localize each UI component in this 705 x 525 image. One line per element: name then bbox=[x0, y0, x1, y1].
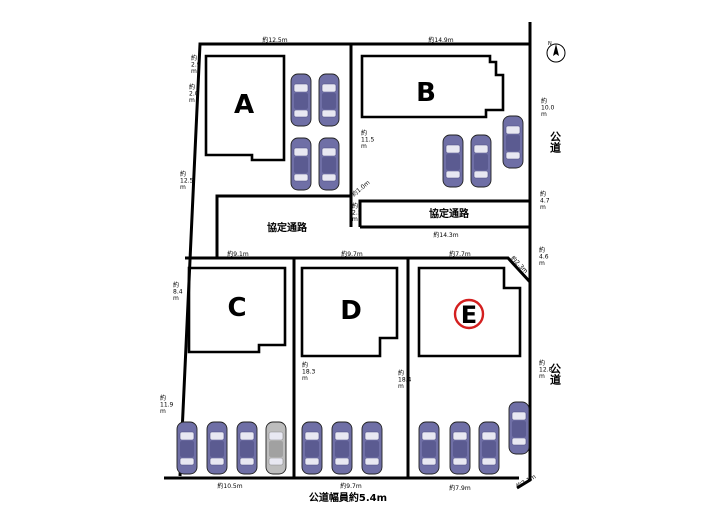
car-icon bbox=[301, 421, 323, 475]
car-icon bbox=[318, 73, 340, 127]
selected-lot-ring bbox=[453, 298, 485, 330]
dim-bottom-e: 約7.9m bbox=[449, 484, 471, 492]
dim-c-top: 約9.1m bbox=[227, 250, 249, 258]
dim-top-a: 約12.5m bbox=[262, 36, 287, 44]
car-icon bbox=[290, 137, 312, 191]
lot-boundaries bbox=[164, 22, 532, 490]
car-icon bbox=[508, 401, 530, 455]
dim-bottom-d: 約9.7m bbox=[340, 482, 362, 490]
dim-e-corner-bottom: 約2.1m bbox=[515, 472, 538, 490]
public-road-label-bottom: 公道幅員約5.4m bbox=[309, 491, 387, 504]
car-icon bbox=[236, 421, 258, 475]
car-icon bbox=[331, 421, 353, 475]
car-icon bbox=[206, 421, 228, 475]
car-icon bbox=[478, 421, 500, 475]
car-icon bbox=[318, 137, 340, 191]
lot-label-b: B bbox=[416, 78, 436, 108]
dim-bottom-c: 約10.5m bbox=[217, 482, 242, 490]
house-a bbox=[204, 54, 286, 162]
car-icon bbox=[265, 421, 287, 475]
dim-e-top: 約7.7m bbox=[449, 250, 471, 258]
road-labels: 協定通路 協定通路 公道 公道 公道幅員約5.4m bbox=[267, 131, 562, 504]
house-e bbox=[417, 266, 522, 358]
house-b bbox=[360, 54, 505, 119]
lot-label-d: D bbox=[340, 296, 362, 326]
car-icon bbox=[361, 421, 383, 475]
car-icon bbox=[470, 134, 492, 188]
car-icon bbox=[290, 73, 312, 127]
buildings bbox=[187, 54, 522, 358]
agreement-road-label-1: 協定通路 bbox=[267, 221, 308, 234]
dim-top-b: 約14.9m bbox=[428, 36, 453, 44]
svg-text:N: N bbox=[548, 41, 552, 47]
public-road-label-right-2: 公道 bbox=[549, 363, 562, 386]
dim-road-bottom-b: 約14.3m bbox=[433, 231, 458, 239]
dim-d-top: 約9.7m bbox=[341, 250, 363, 258]
public-road-label-right-1: 公道 bbox=[549, 131, 562, 154]
car-icon bbox=[449, 421, 471, 475]
dim-b-corner: 約1.0m bbox=[350, 178, 372, 198]
car-icon bbox=[176, 421, 198, 475]
parking-cars bbox=[176, 73, 530, 475]
lot-label-e: E bbox=[461, 301, 477, 329]
car-icon bbox=[502, 115, 524, 169]
house-d bbox=[300, 266, 399, 358]
north-arrow-icon: N bbox=[546, 41, 566, 63]
car-icon bbox=[442, 134, 464, 188]
car-icon bbox=[418, 421, 440, 475]
house-c bbox=[187, 266, 287, 354]
lot-label-c: C bbox=[227, 293, 246, 323]
lot-labels: A B C D E bbox=[227, 78, 485, 330]
lot-label-a: A bbox=[234, 90, 254, 120]
agreement-road-label-2: 協定通路 bbox=[429, 207, 470, 220]
